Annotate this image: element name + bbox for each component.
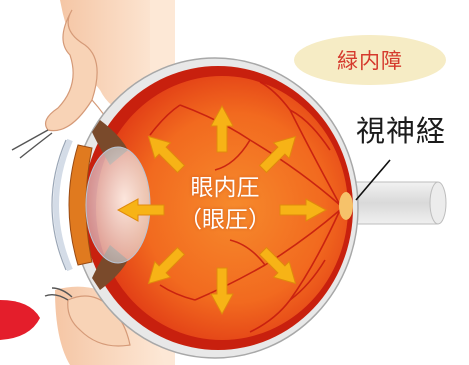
pressure-arrows bbox=[116, 104, 328, 316]
optic-nerve-label: 視神経 bbox=[356, 114, 447, 148]
optic-disc bbox=[339, 192, 353, 220]
glaucoma-badge: 緑内障 bbox=[294, 35, 446, 85]
pressure-arrow-icon bbox=[258, 135, 297, 174]
pressure-arrow-icon bbox=[210, 104, 234, 153]
optic-nerve-shape bbox=[339, 181, 447, 225]
pressure-arrow-icon bbox=[279, 198, 328, 222]
pressure-label-line1: 眼内圧 bbox=[190, 175, 260, 201]
pressure-arrow-icon bbox=[116, 198, 165, 222]
pressure-arrow-icon bbox=[147, 246, 186, 285]
optic-nerve-pointer-line bbox=[355, 159, 391, 201]
pressure-arrow-icon bbox=[147, 135, 186, 174]
badge-label: 緑内障 bbox=[337, 49, 403, 73]
intraocular-pressure-label: 眼内圧 （眼圧） bbox=[155, 172, 295, 236]
lower-eyelid bbox=[44, 287, 131, 347]
pressure-label-line2: （眼圧） bbox=[179, 207, 271, 233]
iris-cornea bbox=[51, 138, 93, 272]
blood-vessels bbox=[149, 81, 341, 333]
pressure-arrow-icon bbox=[210, 267, 234, 316]
pressure-arrow-icon bbox=[258, 246, 297, 285]
red-marker-shape bbox=[0, 300, 40, 340]
